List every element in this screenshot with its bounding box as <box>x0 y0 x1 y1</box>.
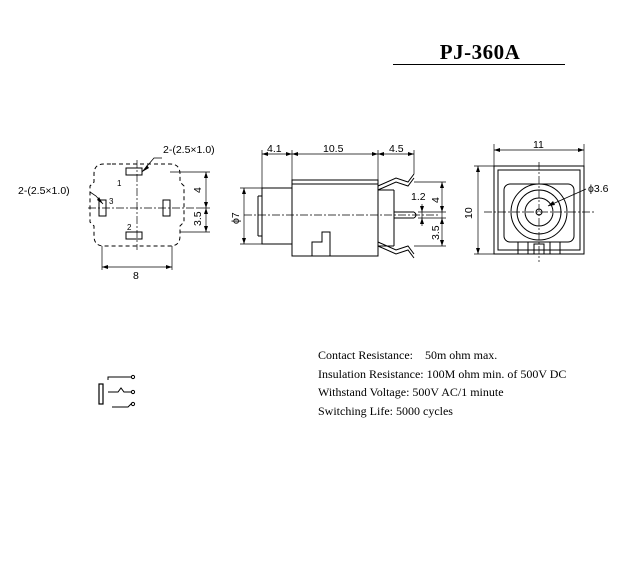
side-dim-b: 10.5 <box>323 143 344 155</box>
bottom-dim-width: 8 <box>133 270 139 282</box>
schematic-terminal-3 <box>130 401 136 407</box>
bottom-pin-1-label: 1 <box>117 179 122 188</box>
front-dim-height: 10 <box>463 207 475 219</box>
spec-contact-resistance: Contact Resistance: 50m ohm max. <box>318 348 498 362</box>
bottom-view-arrows <box>97 165 208 269</box>
front-dim-width: 11 <box>533 139 544 151</box>
schematic-symbol <box>98 374 136 408</box>
side-contact-lower <box>377 245 415 259</box>
schematic-switch-arm <box>108 387 132 393</box>
schematic-terminal-2 <box>130 389 136 395</box>
side-contact-lower-2 <box>377 241 415 255</box>
side-view <box>240 150 446 259</box>
bottom-pad-label-left: 2-(2.5×1.0) <box>18 185 70 197</box>
side-dim-c: 4.5 <box>389 143 404 155</box>
title-underline <box>393 64 565 65</box>
pad-side <box>162 199 171 217</box>
bottom-dim-upper: 4 <box>192 187 204 193</box>
schematic-sleeve <box>98 383 104 405</box>
bottom-dim-lower: 3.5 <box>192 211 204 226</box>
bottom-pin-2-label: 2 <box>127 223 132 232</box>
specifications-block: Contact Resistance: 50m ohm max. Insulat… <box>318 346 566 420</box>
pad-1 <box>125 167 143 176</box>
bottom-pin-3-label: 3 <box>109 197 114 206</box>
front-dim-bore: ϕ3.6 <box>588 183 609 195</box>
schematic-terminal-1 <box>130 374 136 380</box>
front-view-arrows <box>476 148 584 254</box>
schematic-tip-contact <box>107 376 132 380</box>
schematic-ring-contact <box>112 402 133 408</box>
side-body-notch <box>311 231 331 256</box>
bottom-view-outline <box>89 163 185 247</box>
side-dim-right-lower: 3.5 <box>430 225 442 240</box>
spec-switching-life: Switching Life: 5000 cycles <box>318 403 453 418</box>
front-foot-left <box>517 241 529 254</box>
side-dim-a: 4.1 <box>267 143 282 155</box>
side-dim-right-upper: 4 <box>430 197 442 203</box>
pad-3 <box>98 199 107 217</box>
front-bore-leader <box>547 188 587 207</box>
spec-withstand-voltage: Withstand Voltage: 500V AC/1 minute <box>318 385 504 399</box>
spec-insulation-resistance: Insulation Resistance: 100M ohm min. of … <box>318 366 567 381</box>
side-body <box>291 179 379 257</box>
side-dim-diameter: ϕ7 <box>230 212 242 224</box>
side-contact-upper-2 <box>377 177 415 191</box>
side-contact-upper <box>377 173 415 187</box>
part-number-title: PJ-360A <box>439 40 521 64</box>
bottom-pad-label-top: 2-(2.5×1.0) <box>163 144 215 156</box>
side-dim-pin-gap: 1.2 <box>411 191 426 203</box>
front-foot-right <box>549 241 561 254</box>
side-barrel <box>261 187 293 245</box>
front-view <box>474 144 596 262</box>
side-view-arrows <box>242 152 444 246</box>
pad-2 <box>125 231 143 240</box>
